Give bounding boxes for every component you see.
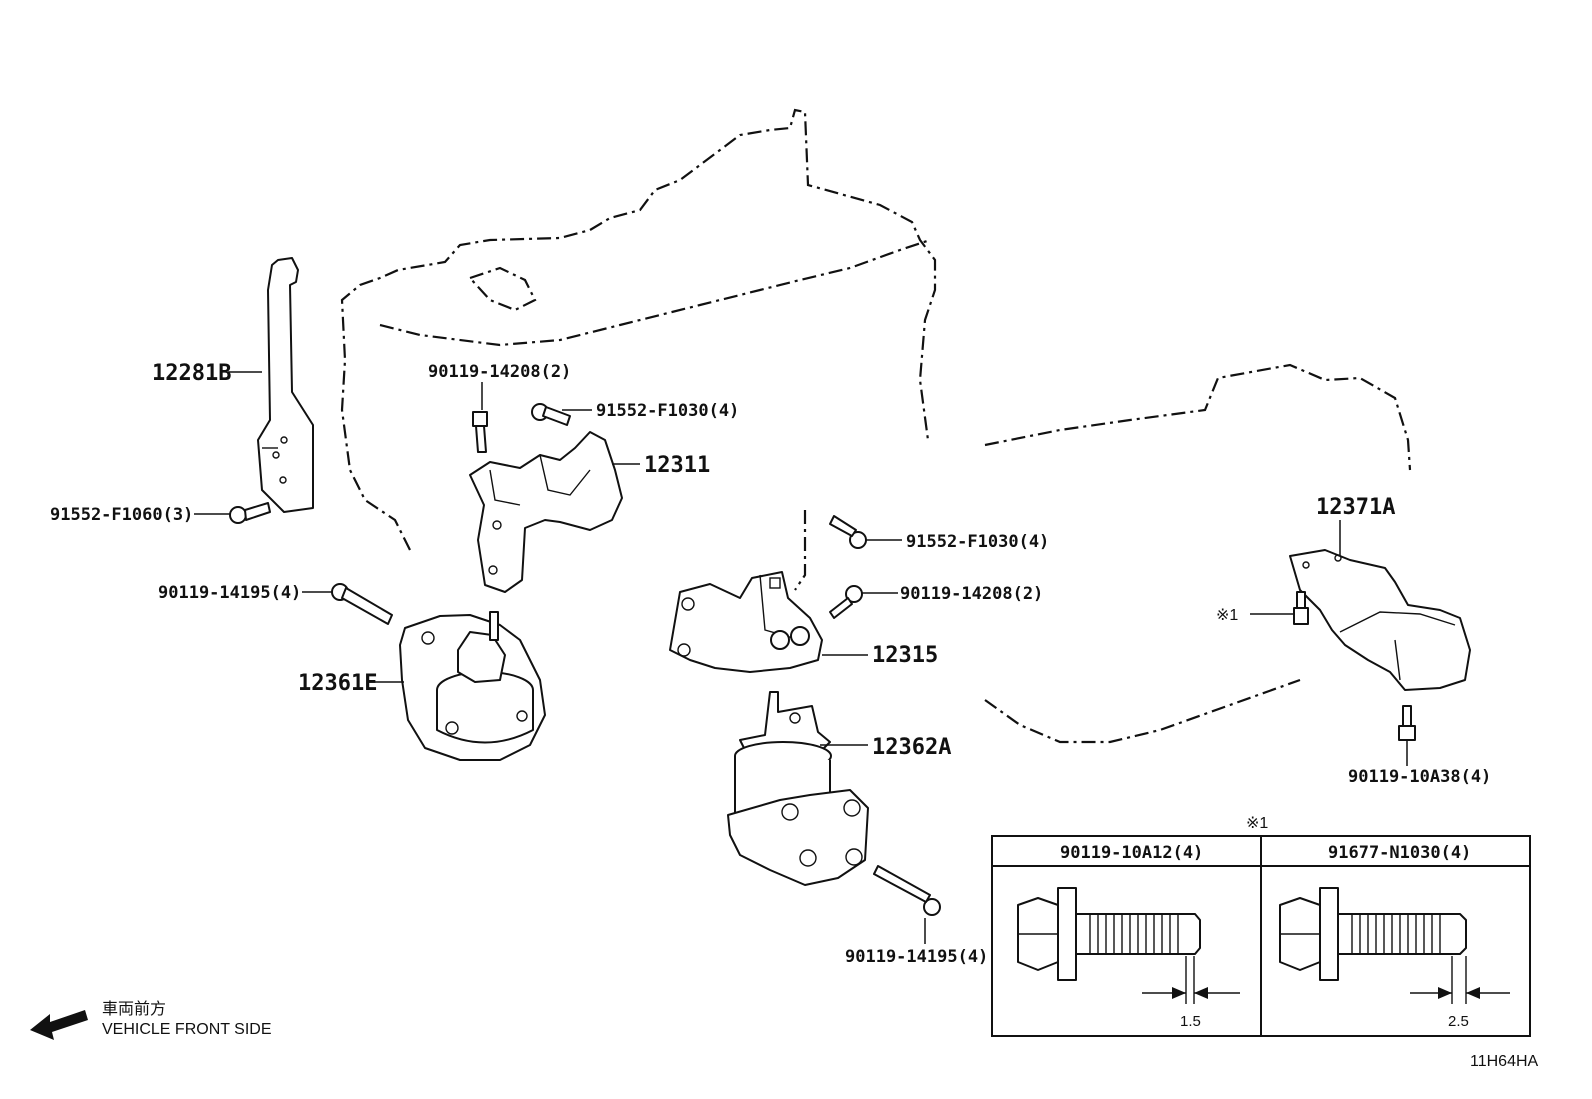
bolt-spec-table: ※1 90119-10A12(4) 91677-N1030(4) [991,815,1531,1037]
bracket-12315[interactable] [669,571,823,673]
table-dim-col1: 1.5 [1180,1013,1201,1030]
bolt-90119-10a38[interactable] [1398,705,1416,741]
label-90119-14195-a: 90119-14195(4) [158,583,301,603]
label-90119-10a38: 90119-10A38(4) [1348,767,1491,787]
table-dim-col2: 2.5 [1448,1013,1469,1030]
label-12315: 12315 [872,643,938,668]
label-90119-14195-b: 90119-14195(4) [845,947,988,967]
bolt-91552-f1060[interactable] [229,502,271,524]
label-12311: 12311 [644,453,710,478]
bolt-91552-f1030-b[interactable] [829,515,867,549]
direction-japanese: 車両前方 [102,1000,166,1018]
label-90119-14208-b: 90119-14208(2) [900,584,1043,604]
table-header-col1: 90119-10A12(4) [1060,843,1203,863]
table-note-mark: ※1 [1246,815,1268,832]
bolt-90119-14195-b[interactable] [873,865,941,916]
bolt-90119-14208-a[interactable] [472,411,488,453]
label-12362a: 12362A [872,735,951,760]
label-12361e: 12361E [298,671,377,696]
engine-outline [340,108,1412,744]
front-arrow-icon [30,1010,88,1040]
bracket-12281b[interactable] [257,257,314,513]
direction-english: VEHICLE FRONT SIDE [102,1021,272,1038]
bolt-90119-14195-a[interactable] [331,583,393,625]
bolt-note-1[interactable] [1293,591,1309,625]
label-12371a: 12371A [1316,495,1395,520]
label-note-mark: ※1 [1216,607,1238,624]
engine-mount-12362a[interactable] [727,691,869,886]
table-header-col2: 91677-N1030(4) [1328,843,1471,863]
label-90119-14208-a: 90119-14208(2) [428,362,571,382]
bolt-drawing-col2 [1279,887,1510,1004]
label-91552-f1030-b: 91552-F1030(4) [906,532,1049,552]
bracket-12311[interactable] [469,431,623,593]
diagram-code: 11H64HA [1470,1053,1539,1070]
engine-mount-12371a[interactable] [1289,549,1471,691]
label-91552-f1060: 91552-F1060(3) [50,505,193,525]
bolt-drawing-col1 [1017,887,1240,1004]
engine-mount-12361e[interactable] [399,611,546,761]
bolt-91552-f1030-a[interactable] [531,403,571,426]
bolt-90119-14208-b[interactable] [829,585,863,619]
label-12281b: 12281B [152,361,231,386]
label-91552-f1030-a: 91552-F1030(4) [596,401,739,421]
